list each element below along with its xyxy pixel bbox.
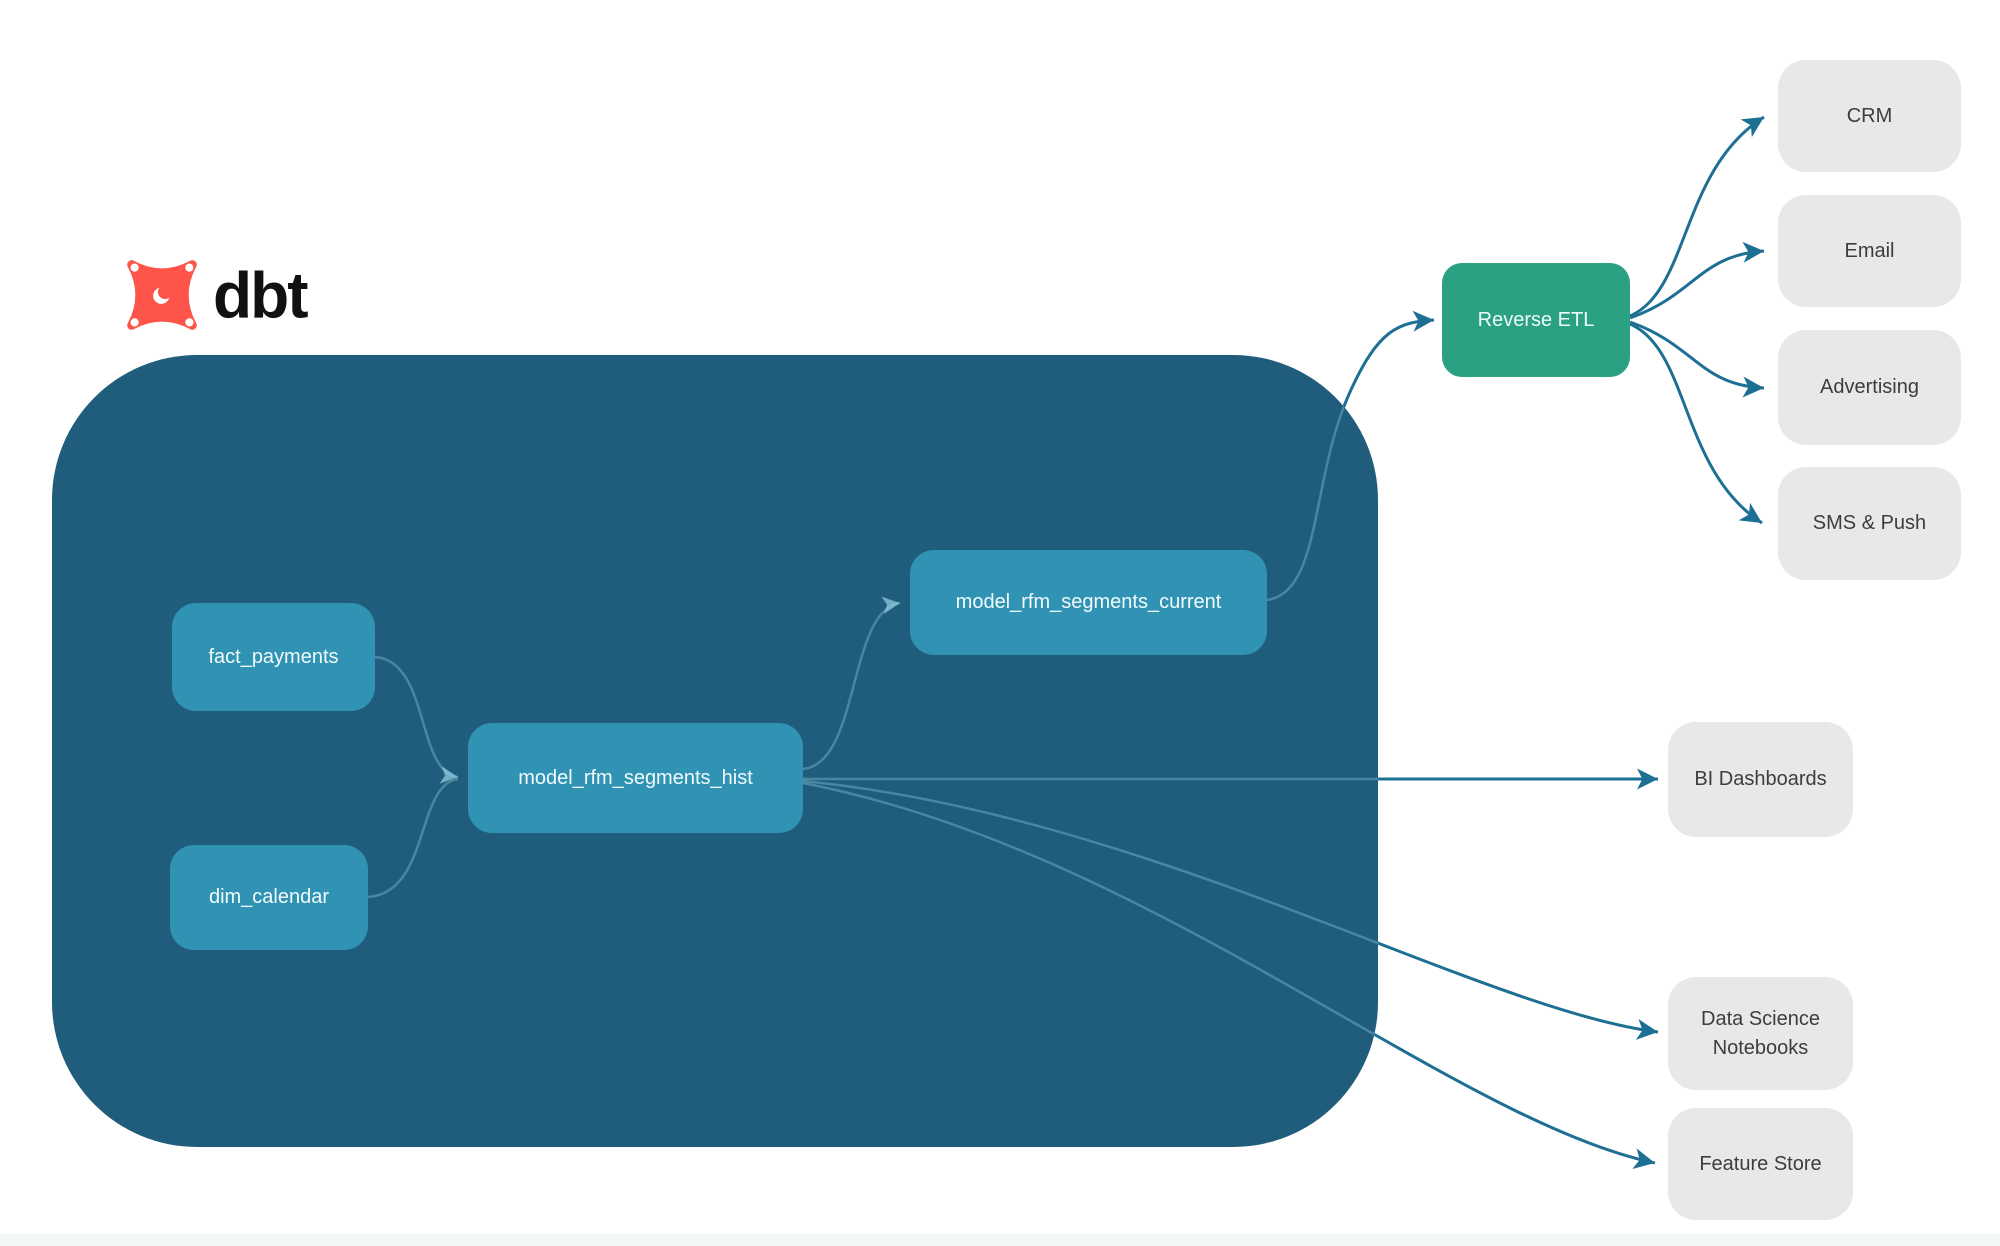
dbt-star-icon — [127, 260, 197, 330]
edge-reverse-etl-to-crm — [1629, 115, 1765, 318]
node-reverse-etl: Reverse ETL — [1442, 263, 1630, 377]
node-fact-payments: fact_payments — [172, 603, 375, 711]
node-model-rfm-segments-current: model_rfm_segments_current — [910, 550, 1267, 655]
edge-reverse-etl-to-sms-push — [1629, 322, 1763, 525]
node-bi-dashboards: BI Dashboards — [1668, 722, 1853, 837]
node-feature-store: Feature Store — [1668, 1108, 1853, 1220]
edge-reverse-etl-to-email — [1629, 241, 1765, 320]
node-email: Email — [1778, 195, 1961, 307]
node-crm: CRM — [1778, 60, 1961, 172]
edge-reverse-etl-to-advertising — [1629, 320, 1765, 398]
dbt-wordmark: dbt — [213, 258, 308, 332]
node-advertising: Advertising — [1778, 330, 1961, 445]
dbt-logo: dbt — [125, 258, 308, 332]
bottom-strip — [0, 1234, 2000, 1246]
node-sms-push: SMS & Push — [1778, 467, 1961, 580]
node-dim-calendar: dim_calendar — [170, 845, 368, 950]
node-model-rfm-segments-hist: model_rfm_segments_hist — [468, 723, 803, 833]
node-data-science-notebooks: Data Science Notebooks — [1668, 977, 1853, 1090]
